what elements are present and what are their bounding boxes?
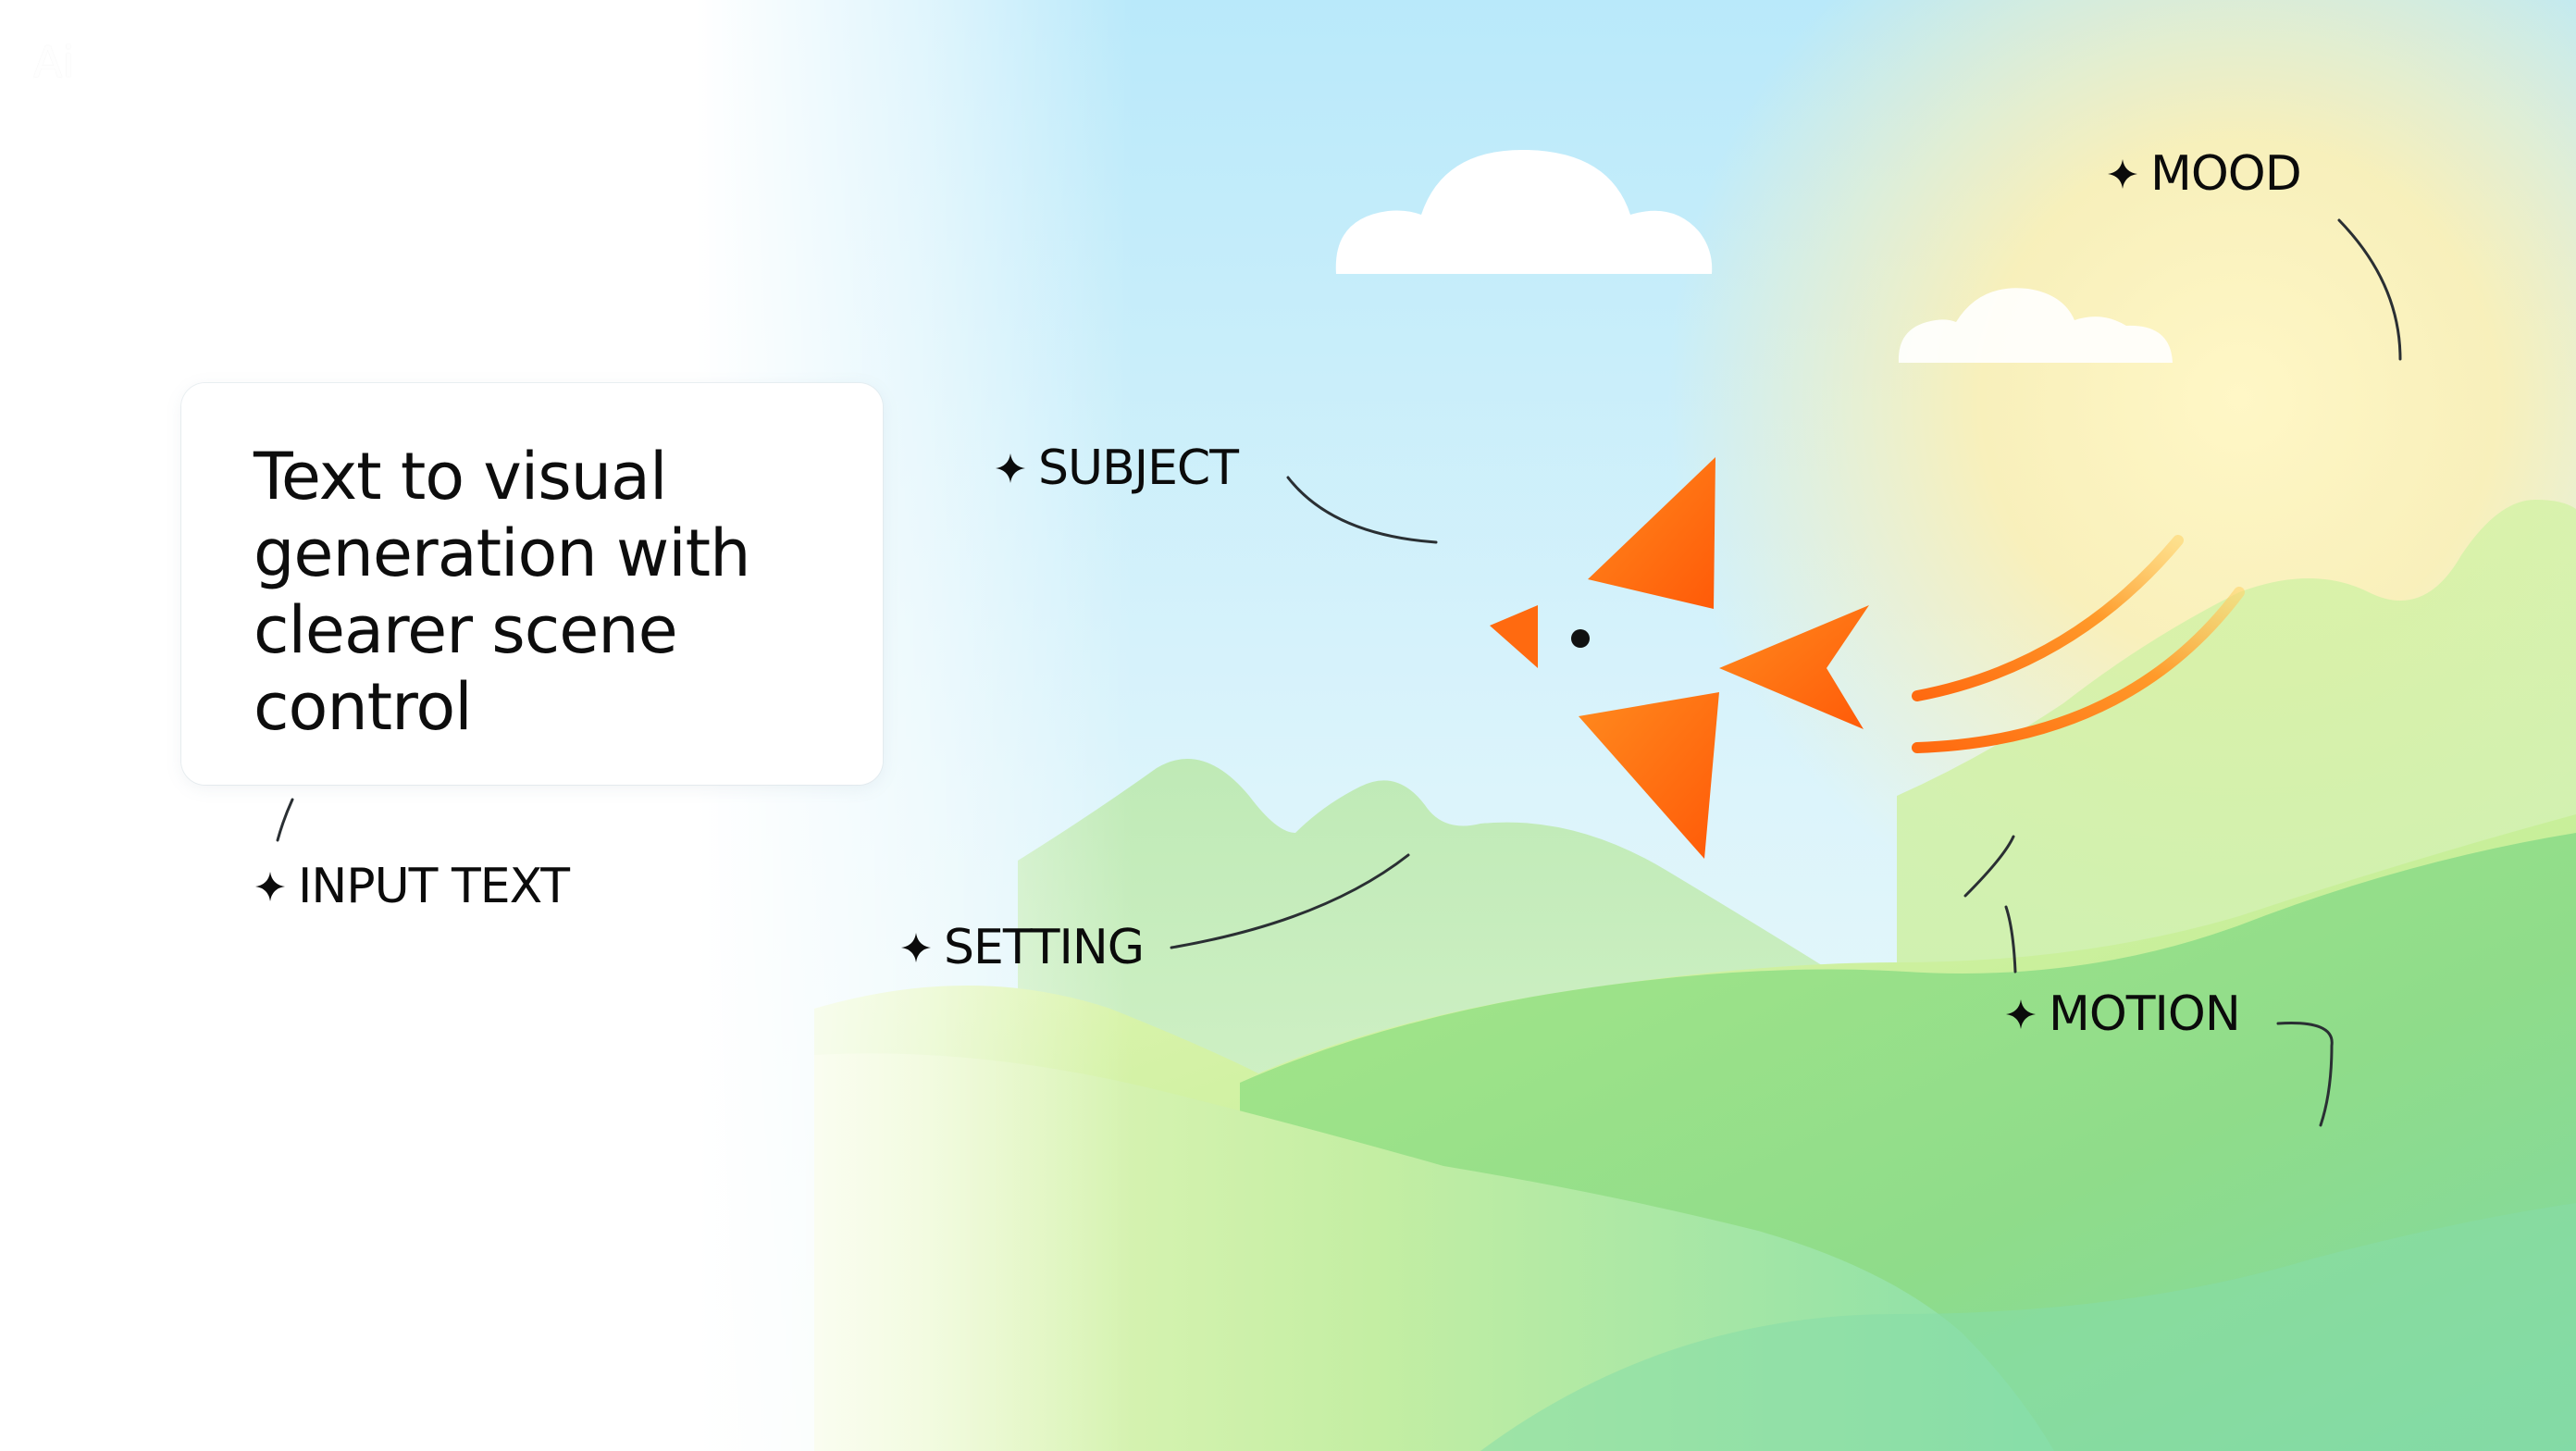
label-motion-text: MOTION [2049, 986, 2241, 1042]
sparkle-icon [255, 872, 285, 901]
sparkle-icon [901, 933, 931, 962]
bird-icon [1490, 457, 1869, 859]
label-subject-text: SUBJECT [1038, 440, 1239, 496]
label-mood-text: MOOD [2150, 146, 2302, 202]
prompt-card: Text to visual generation with clearer s… [181, 383, 883, 785]
label-motion: MOTION [2004, 986, 2241, 1042]
label-setting: SETTING [899, 920, 1145, 975]
sparkle-icon [2108, 159, 2137, 189]
sparkle-icon [2006, 999, 2036, 1029]
label-mood: MOOD [2106, 146, 2302, 202]
label-input-text: INPUT TEXT [254, 859, 570, 914]
sparkle-icon [996, 453, 1025, 483]
label-setting-text: SETTING [944, 920, 1145, 975]
card-title: Text to visual generation with clearer s… [254, 439, 750, 745]
motion-streaks [1912, 535, 2245, 753]
connector-lines [276, 218, 2402, 1127]
watermark-logo: Ai [33, 37, 75, 87]
label-input-text-text: INPUT TEXT [298, 859, 570, 914]
label-subject: SUBJECT [994, 440, 1239, 496]
